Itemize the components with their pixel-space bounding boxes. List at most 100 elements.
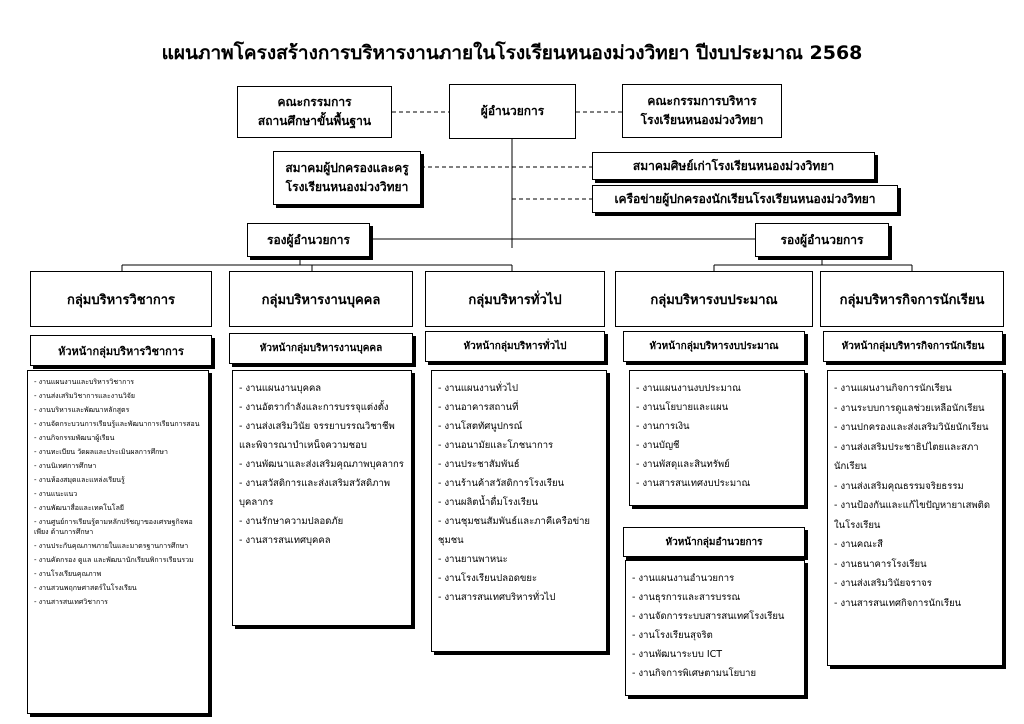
list-item: - งานโรงเรียนสุจริต bbox=[632, 630, 713, 641]
list-item: - งานแนะแนว bbox=[34, 490, 78, 498]
list-item: - งานพัฒนาสื่อและเทคโนโลยี bbox=[34, 504, 124, 512]
list-item: - งานศูนย์การเรียนรู้ตามหลักปรัชญาของเศร… bbox=[34, 518, 193, 536]
list-item: - งานอนามัยและโภชนาการ bbox=[438, 440, 554, 451]
list-item: - งานธุรการและสารบรรณ bbox=[632, 592, 741, 603]
list-item: - งานกิจกรรมพัฒนาผู้เรียน bbox=[34, 434, 115, 442]
list-item: - งานส่งเสริมวินัยจราจร bbox=[834, 578, 932, 589]
head-academic-box: หัวหน้ากลุ่มบริหารวิชาการ bbox=[30, 335, 212, 366]
basic-board-line1: คณะกรรมการ bbox=[277, 95, 352, 110]
list-item: - งานประกันคุณภาพภายในและมาตรฐานการศึกษา bbox=[34, 542, 189, 550]
list-item: - งานทะเบียน วัดผลและประเมินผลการศึกษา bbox=[34, 448, 168, 456]
head-director-office-label: หัวหน้ากลุ่มอำนวยการ bbox=[665, 536, 763, 548]
group-personnel-label: กลุ่มบริหารงานบุคคล bbox=[261, 292, 381, 308]
list-item: - งานแผนงานอำนวยการ bbox=[632, 573, 735, 584]
parent-teacher-association-box: สมาคมผู้ปกครองและครู โรงเรียนหนองม่วงวิท… bbox=[273, 151, 421, 205]
list-item: - งานปกครองและส่งเสริมวินัยนักเรียน bbox=[834, 422, 989, 433]
list-item: - งานพัฒนาระบบ ICT bbox=[632, 649, 723, 660]
deputy-director-right-box: รองผู้อำนวยการ bbox=[755, 223, 889, 257]
student-affairs-task-list: - งานแผนงานกิจการนักเรียน - งานระบบการดูแ… bbox=[827, 370, 1003, 666]
deputy-right-label: รองผู้อำนวยการ bbox=[780, 232, 864, 247]
list-item: - งานกิจการพิเศษตามนโยบาย bbox=[632, 668, 757, 679]
list-item: - งานสารสนเทศบริหารทั่วไป bbox=[438, 592, 556, 603]
list-item: - งานส่งเสริมวินัย จรรยาบรรณวิชาชีพ และพ… bbox=[239, 421, 395, 451]
head-student-affairs-label: หัวหน้ากลุ่มบริหารกิจการนักเรียน bbox=[841, 341, 985, 352]
list-item: - งานสารสนเทศกิจการนักเรียน bbox=[834, 597, 962, 609]
list-item: - งานพัสดุและสินทรัพย์ bbox=[636, 459, 730, 470]
list-item: - งานแผนงานกิจการนักเรียน bbox=[834, 383, 952, 394]
list-item: - งานระบบการดูแลช่วยเหลือนักเรียน bbox=[834, 402, 985, 414]
head-director-office-box: หัวหน้ากลุ่มอำนวยการ bbox=[623, 527, 805, 557]
list-item: - งานบัญชี bbox=[636, 440, 680, 451]
list-item: - งานโรงเรียนคุณภาพ bbox=[34, 570, 102, 578]
general-task-list: - งานแผนงานทั่วไป - งานอาคารสถานที่ - งานโ… bbox=[431, 370, 607, 652]
deputy-left-label: รองผู้อำนวยการ bbox=[267, 232, 350, 247]
group-student-affairs-label: กลุ่มบริหารกิจการนักเรียน bbox=[839, 292, 985, 308]
list-item: - งานธนาคารโรงเรียน bbox=[834, 558, 927, 570]
list-item: - งานส่งเสริมคุณธรรมจริยธรรม bbox=[834, 480, 964, 492]
group-personnel-box: กลุ่มบริหารงานบุคคล bbox=[229, 271, 413, 327]
list-item: - งานประชาสัมพันธ์ bbox=[438, 459, 520, 470]
admin-board-line1: คณะกรรมการบริหาร bbox=[647, 94, 757, 109]
list-item: - งานส่งเสริมประชาธิปไตยและสภานักเรียน bbox=[834, 441, 979, 473]
admin-board-line2: โรงเรียนหนองม่วงวิทยา bbox=[640, 113, 764, 127]
head-general-label: หัวหน้ากลุ่มบริหารทั่วไป bbox=[463, 341, 567, 352]
director-box: ผู้อำนวยการ bbox=[449, 84, 576, 139]
director-office-task-list: - งานแผนงานอำนวยการ - งานธุรการและสารบรรณ… bbox=[625, 560, 805, 696]
list-item: - งานสารสนเทศวิชาการ bbox=[34, 598, 108, 606]
list-item: - งานแผนงานบุคคล bbox=[239, 383, 322, 394]
group-budget-box: กลุ่มบริหารงบประมาณ bbox=[615, 271, 813, 327]
list-item: - งานยานพาหนะ bbox=[438, 554, 508, 565]
list-item: - งานจัดการระบบสารสนเทศโรงเรียน bbox=[632, 611, 785, 622]
basic-education-board-box: คณะกรรมการ สถานศึกษาขั้นพื้นฐาน bbox=[237, 86, 392, 138]
list-item: - งานป้องกันและแก้ไขปัญหายาเสพติดในโรงเร… bbox=[834, 500, 990, 531]
list-item: - งานแผนงานทั่วไป bbox=[438, 383, 518, 394]
head-general-box: หัวหน้ากลุ่มบริหารทั่วไป bbox=[425, 331, 605, 362]
list-item: - งานนโยบายและแผน bbox=[636, 402, 729, 413]
parent-network-label: เครือข่ายผู้ปกครองนักเรียนโรงเรียนหนองม่… bbox=[614, 191, 876, 206]
list-item: - งานนิเทศการศึกษา bbox=[34, 462, 97, 470]
basic-board-line2: สถานศึกษาขั้นพื้นฐาน bbox=[257, 114, 372, 128]
group-general-label: กลุ่มบริหารทั่วไป bbox=[468, 292, 562, 308]
director-label: ผู้อำนวยการ bbox=[480, 104, 545, 119]
group-student-affairs-box: กลุ่มบริหารกิจการนักเรียน bbox=[820, 271, 1004, 327]
page-title: แผนภาพโครงสร้างการบริหารงานภายในโรงเรียน… bbox=[161, 42, 863, 64]
head-budget-box: หัวหน้ากลุ่มบริหารงบประมาณ bbox=[623, 331, 805, 362]
admin-board-box: คณะกรรมการบริหาร โรงเรียนหนองม่วงวิทยา bbox=[622, 84, 782, 138]
list-item: - งานจัดกระบวนการเรียนรู้และพัฒนาการเรีย… bbox=[34, 420, 200, 428]
deputy-director-left-box: รองผู้อำนวยการ bbox=[247, 223, 370, 257]
head-personnel-label: หัวหน้ากลุ่มบริหารงานบุคคล bbox=[259, 343, 383, 354]
list-item: - งานโสตทัศนูปกรณ์ bbox=[438, 421, 523, 432]
head-academic-label: หัวหน้ากลุ่มบริหารวิชาการ bbox=[58, 344, 184, 358]
list-item: - งานพัฒนาและส่งเสริมคุณภาพบุคลากร bbox=[239, 459, 404, 470]
list-item: - งานสารสนเทศบุคคล bbox=[239, 535, 331, 546]
list-item: - งานแผนงานและบริหารวิชาการ bbox=[34, 378, 135, 386]
personnel-task-list: - งานแผนงานบุคคล - งานอัตรากำลังและการบรร… bbox=[232, 370, 412, 626]
list-item: - งานอาคารสถานที่ bbox=[438, 402, 519, 413]
list-item: - งานสวนพฤกษศาสตร์ในโรงเรียน bbox=[34, 584, 137, 592]
list-item: - งานส่งเสริมวิชาการและงานวิจัย bbox=[34, 392, 135, 400]
list-item: - งานแผนงานงบประมาณ bbox=[636, 383, 741, 394]
list-item: - งานสารสนเทศงบประมาณ bbox=[636, 478, 751, 489]
list-item: - งานคณะสี bbox=[834, 539, 883, 550]
list-item: - งานร้านค้าสวัสดิการโรงเรียน bbox=[438, 478, 565, 489]
budget-task-list: - งานแผนงานงบประมาณ - งานนโยบายและแผน - งา… bbox=[629, 370, 805, 506]
parent-teacher-line2: โรงเรียนหนองม่วงวิทยา bbox=[285, 180, 409, 194]
list-item: - งานชุมชนสัมพันธ์และภาคีเครือข่ายชุมชน bbox=[438, 516, 590, 546]
head-personnel-box: หัวหน้ากลุ่มบริหารงานบุคคล bbox=[229, 333, 413, 364]
alumni-association-box: สมาคมศิษย์เก่าโรงเรียนหนองม่วงวิทยา bbox=[592, 152, 875, 180]
list-item: - งานโรงเรียนปลอดขยะ bbox=[438, 573, 538, 584]
list-item: - งานการเงิน bbox=[636, 421, 690, 432]
list-item: - งานอัตรากำลังและการบรรจุแต่งตั้ง bbox=[239, 402, 389, 413]
list-item: - งานผลิตน้ำดื่มโรงเรียน bbox=[438, 497, 538, 508]
parent-network-box: เครือข่ายผู้ปกครองนักเรียนโรงเรียนหนองม่… bbox=[592, 185, 898, 213]
alumni-label: สมาคมศิษย์เก่าโรงเรียนหนองม่วงวิทยา bbox=[632, 158, 835, 173]
group-academic-box: กลุ่มบริหารวิชาการ bbox=[30, 271, 212, 327]
list-item: - งานบริหารและพัฒนาหลักสูตร bbox=[34, 406, 130, 414]
group-general-box: กลุ่มบริหารทั่วไป bbox=[425, 271, 605, 327]
list-item: - งานสวัสดิการและส่งเสริมสวัสดิภาพบุคลาก… bbox=[239, 478, 391, 508]
head-budget-label: หัวหน้ากลุ่มบริหารงบประมาณ bbox=[649, 341, 779, 352]
list-item: - งานรักษาความปลอดภัย bbox=[239, 516, 344, 527]
group-academic-label: กลุ่มบริหารวิชาการ bbox=[66, 292, 176, 308]
group-budget-label: กลุ่มบริหารงบประมาณ bbox=[650, 292, 778, 308]
